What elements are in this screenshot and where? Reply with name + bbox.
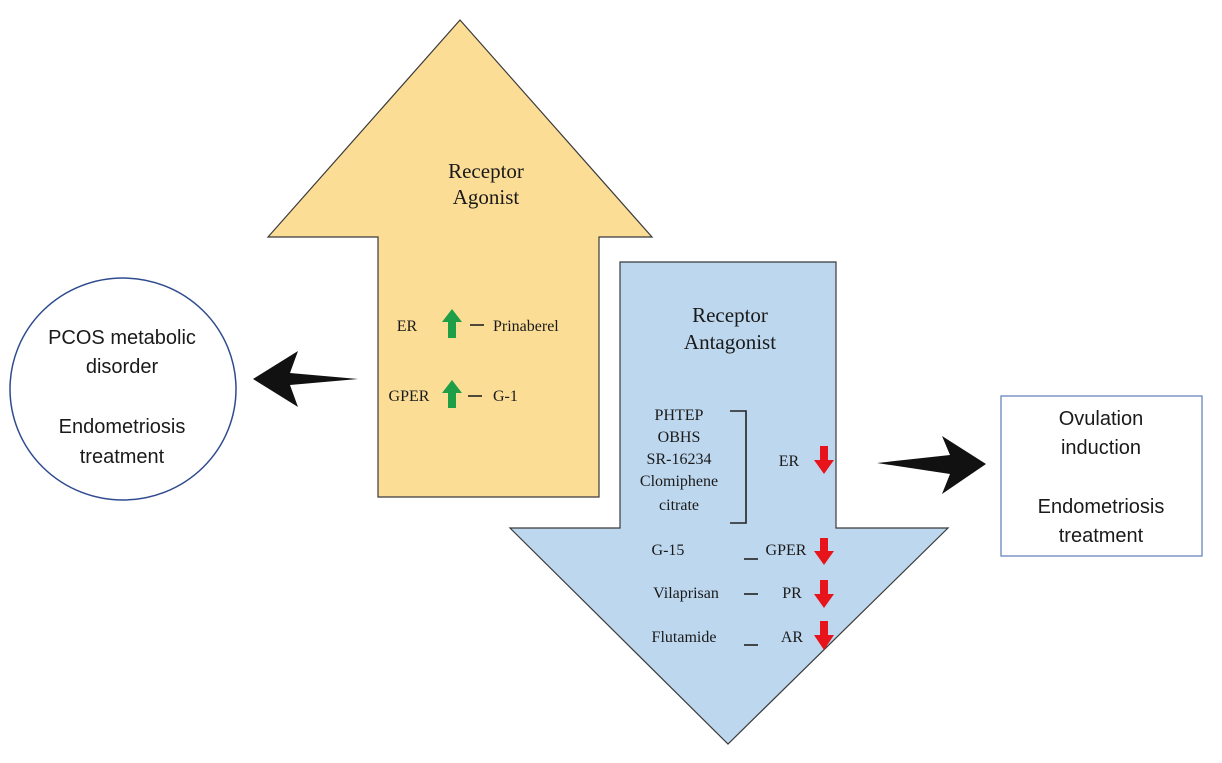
red-down-arrow-icon <box>814 580 834 608</box>
left-outcome-line3: Endometriosis <box>59 416 186 438</box>
red-down-arrow-icon <box>814 538 834 565</box>
agonist-up-arrow <box>266 19 654 498</box>
antagonist-receptor-ar: AR <box>781 629 804 646</box>
er-drug: Clomiphene <box>640 473 718 490</box>
right-outcome-line3: Endometriosis <box>1038 496 1165 518</box>
right-outcome-line4: treatment <box>1059 525 1144 547</box>
er-drug: PHTEP <box>655 407 704 424</box>
agonist-receptor-gper: GPER <box>389 388 430 405</box>
antagonist-receptor-gper: GPER <box>766 542 807 559</box>
red-down-arrow-icon <box>814 446 834 474</box>
right-outcome-line1: Ovulation <box>1059 408 1144 430</box>
antagonist-receptor-er: ER <box>779 453 800 470</box>
er-drug: SR-16234 <box>647 451 712 468</box>
er-drug: citrate <box>659 497 699 514</box>
green-up-arrow-icon <box>442 380 462 408</box>
left-outcome-line2: disorder <box>86 356 159 378</box>
red-down-arrow-icon <box>814 621 834 650</box>
er-antagonist-drug-list: PHTEP OBHS SR-16234 Clomiphene citrate <box>640 407 718 514</box>
left-outcome-line4: treatment <box>80 446 165 468</box>
green-up-arrow-icon <box>442 309 462 338</box>
agonist-receptor-er: ER <box>397 318 418 335</box>
right-outcome-line2: induction <box>1061 437 1141 459</box>
right-outcome-box <box>1000 395 1203 557</box>
antagonist-title-line1: Receptor <box>692 303 768 327</box>
agonist-drug-prinaberel: Prinaberel <box>493 318 559 335</box>
left-black-arrow-icon <box>253 351 358 407</box>
agonist-title-line1: Receptor <box>448 159 524 183</box>
agonist-title-line2: Agonist <box>453 185 520 209</box>
antagonist-down-arrow <box>508 261 950 745</box>
antagonist-drug-g15: G-15 <box>652 542 685 559</box>
antagonist-title-line2: Antagonist <box>684 330 776 354</box>
antagonist-drug-vilaprisan: Vilaprisan <box>653 585 719 602</box>
left-outcome-line1: PCOS metabolic <box>48 327 196 349</box>
antagonist-receptor-pr: PR <box>782 585 802 602</box>
antagonist-drug-flutamide: Flutamide <box>652 629 717 646</box>
er-bracket <box>730 410 747 524</box>
right-black-arrow-icon <box>877 436 986 494</box>
left-outcome-circle <box>9 277 237 501</box>
agonist-drug-g1: G-1 <box>493 388 518 405</box>
er-drug: OBHS <box>658 429 701 446</box>
